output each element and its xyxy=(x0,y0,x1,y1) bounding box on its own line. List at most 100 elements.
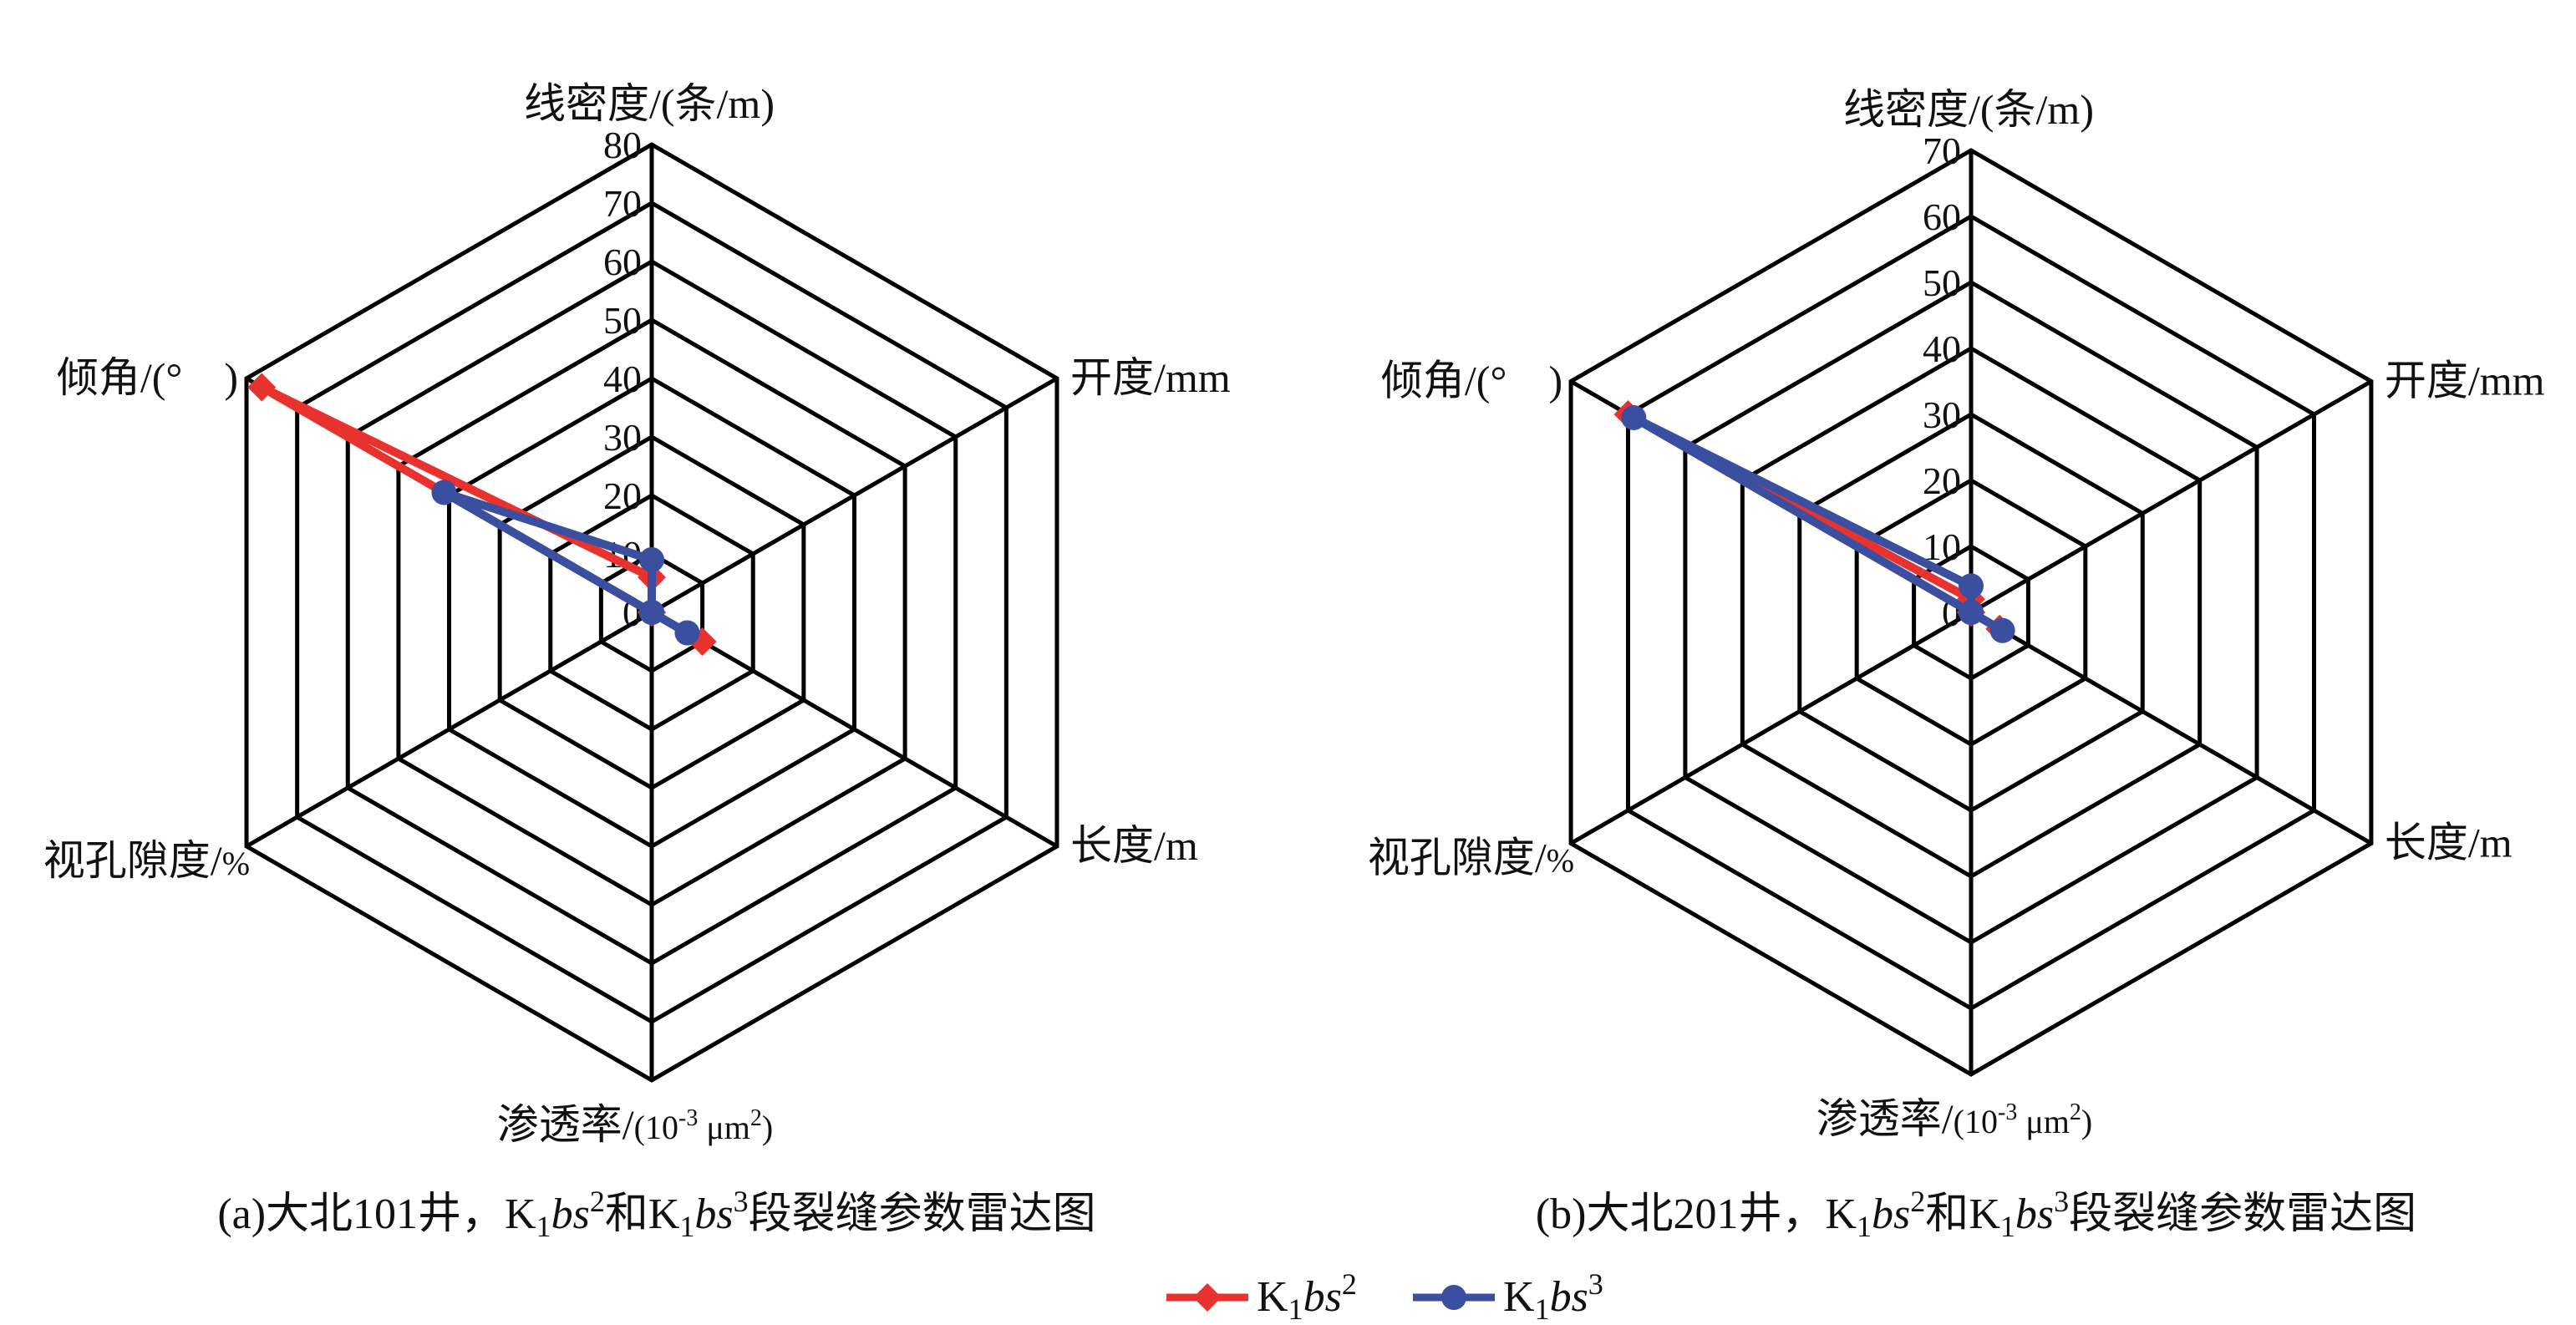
axis-spoke xyxy=(650,376,1059,615)
unit: μm xyxy=(698,1109,750,1146)
unit: μm xyxy=(2017,1103,2070,1140)
data-point-circle xyxy=(639,547,664,572)
unit-exp: 2 xyxy=(750,1105,762,1131)
k-sup: 3 xyxy=(734,1185,749,1218)
legend-item: K1bs2​ xyxy=(1166,1267,1357,1325)
caption-suffix: 段裂缝参数雷达图 xyxy=(749,1190,1096,1238)
axis-label: 长度/m xyxy=(2385,820,2512,866)
k-sub: 1 xyxy=(1857,1210,1872,1243)
legend-label: K1bs3​ xyxy=(1503,1267,1603,1325)
unit-exp: -3 xyxy=(678,1105,698,1131)
axis-label-text: 开度/mm xyxy=(1070,354,1231,401)
axis-label-text: 线密度/(条/m) xyxy=(1843,86,2094,133)
k-sub: 1 xyxy=(2000,1210,2015,1243)
tick-label: 70 xyxy=(1923,129,1961,172)
k-sup: 2 xyxy=(1910,1185,1925,1218)
data-point-circle xyxy=(1959,600,1984,625)
axis-spoke xyxy=(245,610,653,849)
axis-label: 渗透率/(10-3 μm2) xyxy=(497,1101,773,1148)
tick-label: 70 xyxy=(603,182,642,225)
tick-label: 40 xyxy=(603,358,642,400)
legend-diamond-icon xyxy=(1193,1283,1222,1312)
data-point-circle xyxy=(1989,617,2015,643)
k-sup: 2 xyxy=(1342,1267,1357,1301)
tick-label: 30 xyxy=(1923,393,1961,436)
k-sub: 1 xyxy=(679,1210,694,1243)
k-ital: bs xyxy=(694,1190,733,1238)
axis-label: 线密度/(条/m) xyxy=(524,80,775,127)
tick-label: 30 xyxy=(603,416,642,459)
axis-label-text: 渗透率/ xyxy=(497,1101,634,1148)
caption-suffix: 段裂缝参数雷达图 xyxy=(2069,1190,2416,1238)
k-base: K xyxy=(1257,1273,1288,1321)
k-sup: 3 xyxy=(2054,1185,2069,1218)
caption-prefix: (b)大北201井， xyxy=(1536,1190,1826,1238)
tick-label: 60 xyxy=(1923,195,1961,238)
k-ital: bs xyxy=(1550,1273,1588,1321)
axis-label: 倾角/(° ) xyxy=(1381,358,1562,404)
axis-spoke xyxy=(1969,610,2373,845)
k-ital: bs xyxy=(551,1190,590,1238)
unit: ) xyxy=(762,1109,773,1146)
axis-label-text: 渗透率/ xyxy=(1816,1095,1954,1142)
k-sup: 3 xyxy=(1588,1267,1603,1301)
data-point-circle xyxy=(639,600,664,625)
axis-label-text: 倾角/(° ) xyxy=(1381,358,1562,404)
unit: (10 xyxy=(1954,1103,1998,1140)
tick-label: 50 xyxy=(1923,261,1961,304)
data-point-diamond xyxy=(247,373,277,402)
axis-label: 倾角/(° ) xyxy=(57,354,238,401)
axis-label-text: 视孔隙度/ xyxy=(1368,835,1547,881)
k-base: K xyxy=(505,1190,536,1238)
axis-label-text: 长度/m xyxy=(2385,820,2512,866)
chart-caption: (a)大北101井，K1bs2​和K1bs3​段裂缝参数雷达图 xyxy=(217,1185,1095,1243)
tick-label: 20 xyxy=(603,475,642,517)
tick-label: 60 xyxy=(603,241,642,283)
tick-label: 40 xyxy=(1923,327,1961,370)
axis-label: 渗透率/(10-3 μm2) xyxy=(1816,1095,2092,1142)
unit-exp: 2 xyxy=(2070,1099,2081,1125)
unit: (10 xyxy=(634,1109,678,1146)
k-ital: bs xyxy=(2015,1190,2054,1238)
unit: % xyxy=(1547,842,1574,880)
tick-label: 80 xyxy=(603,124,642,166)
axis-label: 线密度/(条/m) xyxy=(1843,86,2094,133)
legend-circle-icon xyxy=(1441,1285,1466,1310)
k-base: K xyxy=(1969,1190,2000,1238)
axis-label-text: 开度/mm xyxy=(2385,358,2545,404)
axis-spoke xyxy=(650,610,1059,849)
unit-exp: -3 xyxy=(1998,1099,2017,1125)
data-point-circle xyxy=(674,620,700,646)
k-base: K xyxy=(1825,1190,1857,1238)
legend-label: K1bs2​ xyxy=(1257,1267,1357,1325)
radar-chart-a: 01020304050607080线密度/(条/m)开度/mm长度/m渗透率/(… xyxy=(43,80,1231,1243)
k-sub: 1 xyxy=(536,1210,551,1243)
axis-label: 开度/mm xyxy=(2385,358,2545,404)
k-sup: 2 xyxy=(590,1185,605,1218)
k-sub: 1 xyxy=(1288,1292,1303,1325)
axis-label-text: 倾角/(° ) xyxy=(57,354,238,401)
axis-label-text: 线密度/(条/m) xyxy=(524,80,775,127)
axis-label: 视孔隙度/% xyxy=(1368,835,1574,881)
radar-chart-b: 010203040506070线密度/(条/m)开度/mm长度/m渗透率/(10… xyxy=(1368,86,2545,1243)
k-ital: bs xyxy=(1303,1273,1342,1321)
axis-label-text: 长度/m xyxy=(1070,822,1198,869)
legend-item: K1bs3​ xyxy=(1413,1267,1603,1325)
k-base: K xyxy=(648,1190,680,1238)
k-ital: bs xyxy=(1872,1190,1910,1238)
axis-label: 开度/mm xyxy=(1070,354,1231,401)
k-sub: 1 xyxy=(1535,1292,1550,1325)
chart-caption: (b)大北201井，K1bs2​和K1bs3​段裂缝参数雷达图 xyxy=(1536,1185,2416,1243)
caption-mid: 和 xyxy=(605,1190,648,1238)
caption-prefix: (a)大北101井， xyxy=(217,1190,505,1238)
legend: K1bs2​ K1bs3​ xyxy=(1166,1267,1603,1325)
axis-label: 视孔隙度/% xyxy=(43,837,250,884)
series-line-K1bs3 xyxy=(1629,413,2007,635)
data-point-circle xyxy=(1959,573,1984,599)
tick-label: 20 xyxy=(1923,459,1961,502)
axis-spoke xyxy=(1569,610,1973,845)
tick-label: 50 xyxy=(603,299,642,342)
data-point-circle xyxy=(431,480,457,505)
caption-mid: 和 xyxy=(1925,1190,1969,1238)
